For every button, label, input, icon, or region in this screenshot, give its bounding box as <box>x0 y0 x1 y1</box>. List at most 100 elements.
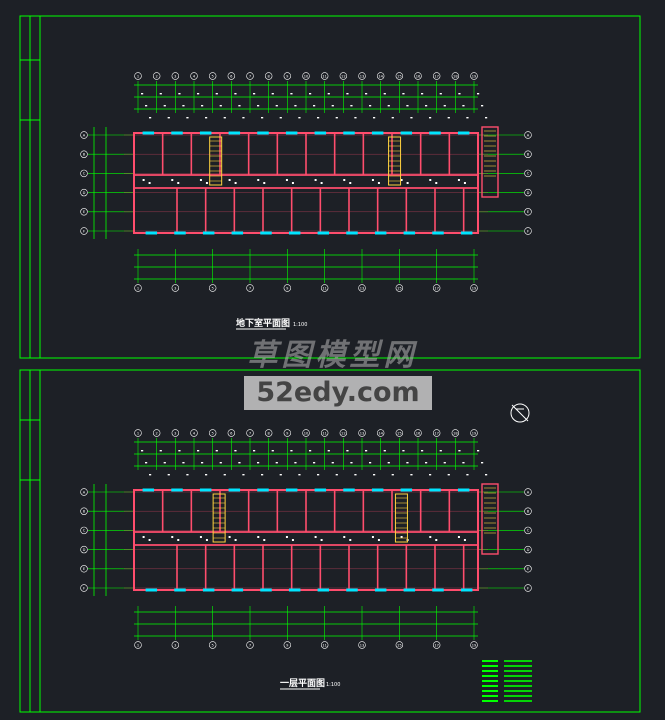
axis-bubble <box>358 641 366 649</box>
legend-swatch <box>482 690 498 692</box>
legend-text <box>504 660 532 662</box>
dimension-text <box>275 462 278 464</box>
fixture-mark <box>257 536 260 538</box>
dimension-text <box>346 450 349 452</box>
legend-swatch <box>482 680 498 682</box>
window <box>285 488 298 492</box>
dimension-text <box>402 93 405 95</box>
legend-text <box>504 690 532 692</box>
axis-bubble <box>432 72 441 80</box>
fixture-mark <box>148 539 151 541</box>
dimension-text <box>178 93 181 95</box>
axis-bubble <box>227 429 236 437</box>
axis-bubble <box>80 488 88 496</box>
dimension-text <box>458 93 461 95</box>
axis-label: 3 <box>174 75 176 79</box>
axis-bubble <box>432 641 441 649</box>
dimension-text <box>350 462 353 464</box>
window <box>145 231 158 235</box>
window <box>199 131 212 135</box>
sheet-2-scale: 1:100 <box>326 682 340 688</box>
dimension-text <box>462 462 465 464</box>
axis-bubble <box>208 284 217 292</box>
axis-label: B <box>527 153 530 157</box>
legend-notes <box>482 660 532 702</box>
axis-bubble <box>80 545 88 554</box>
legend-text <box>504 695 532 697</box>
fixture-mark <box>171 536 174 538</box>
axis-label: 3 <box>174 287 176 291</box>
axis-bubble <box>208 641 217 649</box>
dimension-text <box>298 117 301 119</box>
dimension-text <box>410 474 413 476</box>
axis-label: 2 <box>156 75 158 79</box>
axis-label: 2 <box>156 432 158 436</box>
axis-label: 6 <box>230 75 233 79</box>
axis-bubble <box>376 429 385 437</box>
axis-bubble <box>246 429 254 437</box>
dimension-text <box>354 474 357 476</box>
axis-bubble <box>524 545 532 554</box>
axis-label: 16 <box>416 432 421 436</box>
axis-bubble <box>451 429 460 437</box>
dimension-text <box>462 105 465 107</box>
axis-label: 17 <box>434 432 439 436</box>
dimension-text <box>387 462 390 464</box>
axis-label: 19 <box>472 432 477 436</box>
axis-label: 7 <box>249 287 251 291</box>
window <box>202 588 215 592</box>
dimension-text <box>485 474 488 476</box>
dimension-text <box>485 117 488 119</box>
window <box>317 588 330 592</box>
fixture-mark <box>320 539 323 541</box>
dimension-text <box>219 105 222 107</box>
window <box>142 488 155 492</box>
dimension-text <box>275 105 278 107</box>
fixture-mark <box>377 539 380 541</box>
window <box>432 231 444 235</box>
fixture-mark <box>371 536 374 538</box>
fixture-mark <box>463 539 466 541</box>
axis-label: 7 <box>249 75 251 79</box>
axis-bubble <box>80 169 88 178</box>
axis-label: 5 <box>212 287 214 291</box>
axis-label: 18 <box>453 75 458 79</box>
axis-label: 19 <box>472 75 477 79</box>
axis-label: D <box>83 191 86 195</box>
axis-bubble <box>283 641 292 649</box>
axis-label: B <box>83 510 86 514</box>
axis-label: 1 <box>137 644 139 648</box>
window <box>231 588 244 592</box>
legend-swatch <box>482 675 498 677</box>
dimension-text <box>205 117 208 119</box>
axis-bubble <box>80 507 88 515</box>
fixture-mark <box>205 539 208 541</box>
dimension-text <box>406 105 409 107</box>
axis-bubble <box>432 429 441 437</box>
axis-bubble <box>171 72 180 80</box>
axis-bubble <box>432 284 441 292</box>
dimension-text <box>279 474 282 476</box>
dimension-text <box>421 93 424 95</box>
dimension-text <box>309 450 312 452</box>
axis-label: C <box>83 172 86 176</box>
dimension-text <box>369 462 372 464</box>
dimension-text <box>234 450 237 452</box>
dimension-text <box>145 462 148 464</box>
legend-text <box>504 675 532 677</box>
fixture-mark <box>234 539 237 541</box>
dimension-text <box>447 117 450 119</box>
legend-swatch <box>482 685 498 687</box>
window <box>346 231 358 235</box>
axis-label: 3 <box>174 432 176 436</box>
window <box>343 488 355 492</box>
axis-label: 11 <box>322 287 327 291</box>
legend-swatch <box>482 670 498 672</box>
dimension-text <box>331 462 334 464</box>
dimension-text <box>163 462 166 464</box>
dimension-text <box>257 105 260 107</box>
dimension-text <box>458 450 461 452</box>
dimension-text <box>186 474 189 476</box>
dimension-text <box>365 450 368 452</box>
axis-label: F <box>83 586 85 590</box>
